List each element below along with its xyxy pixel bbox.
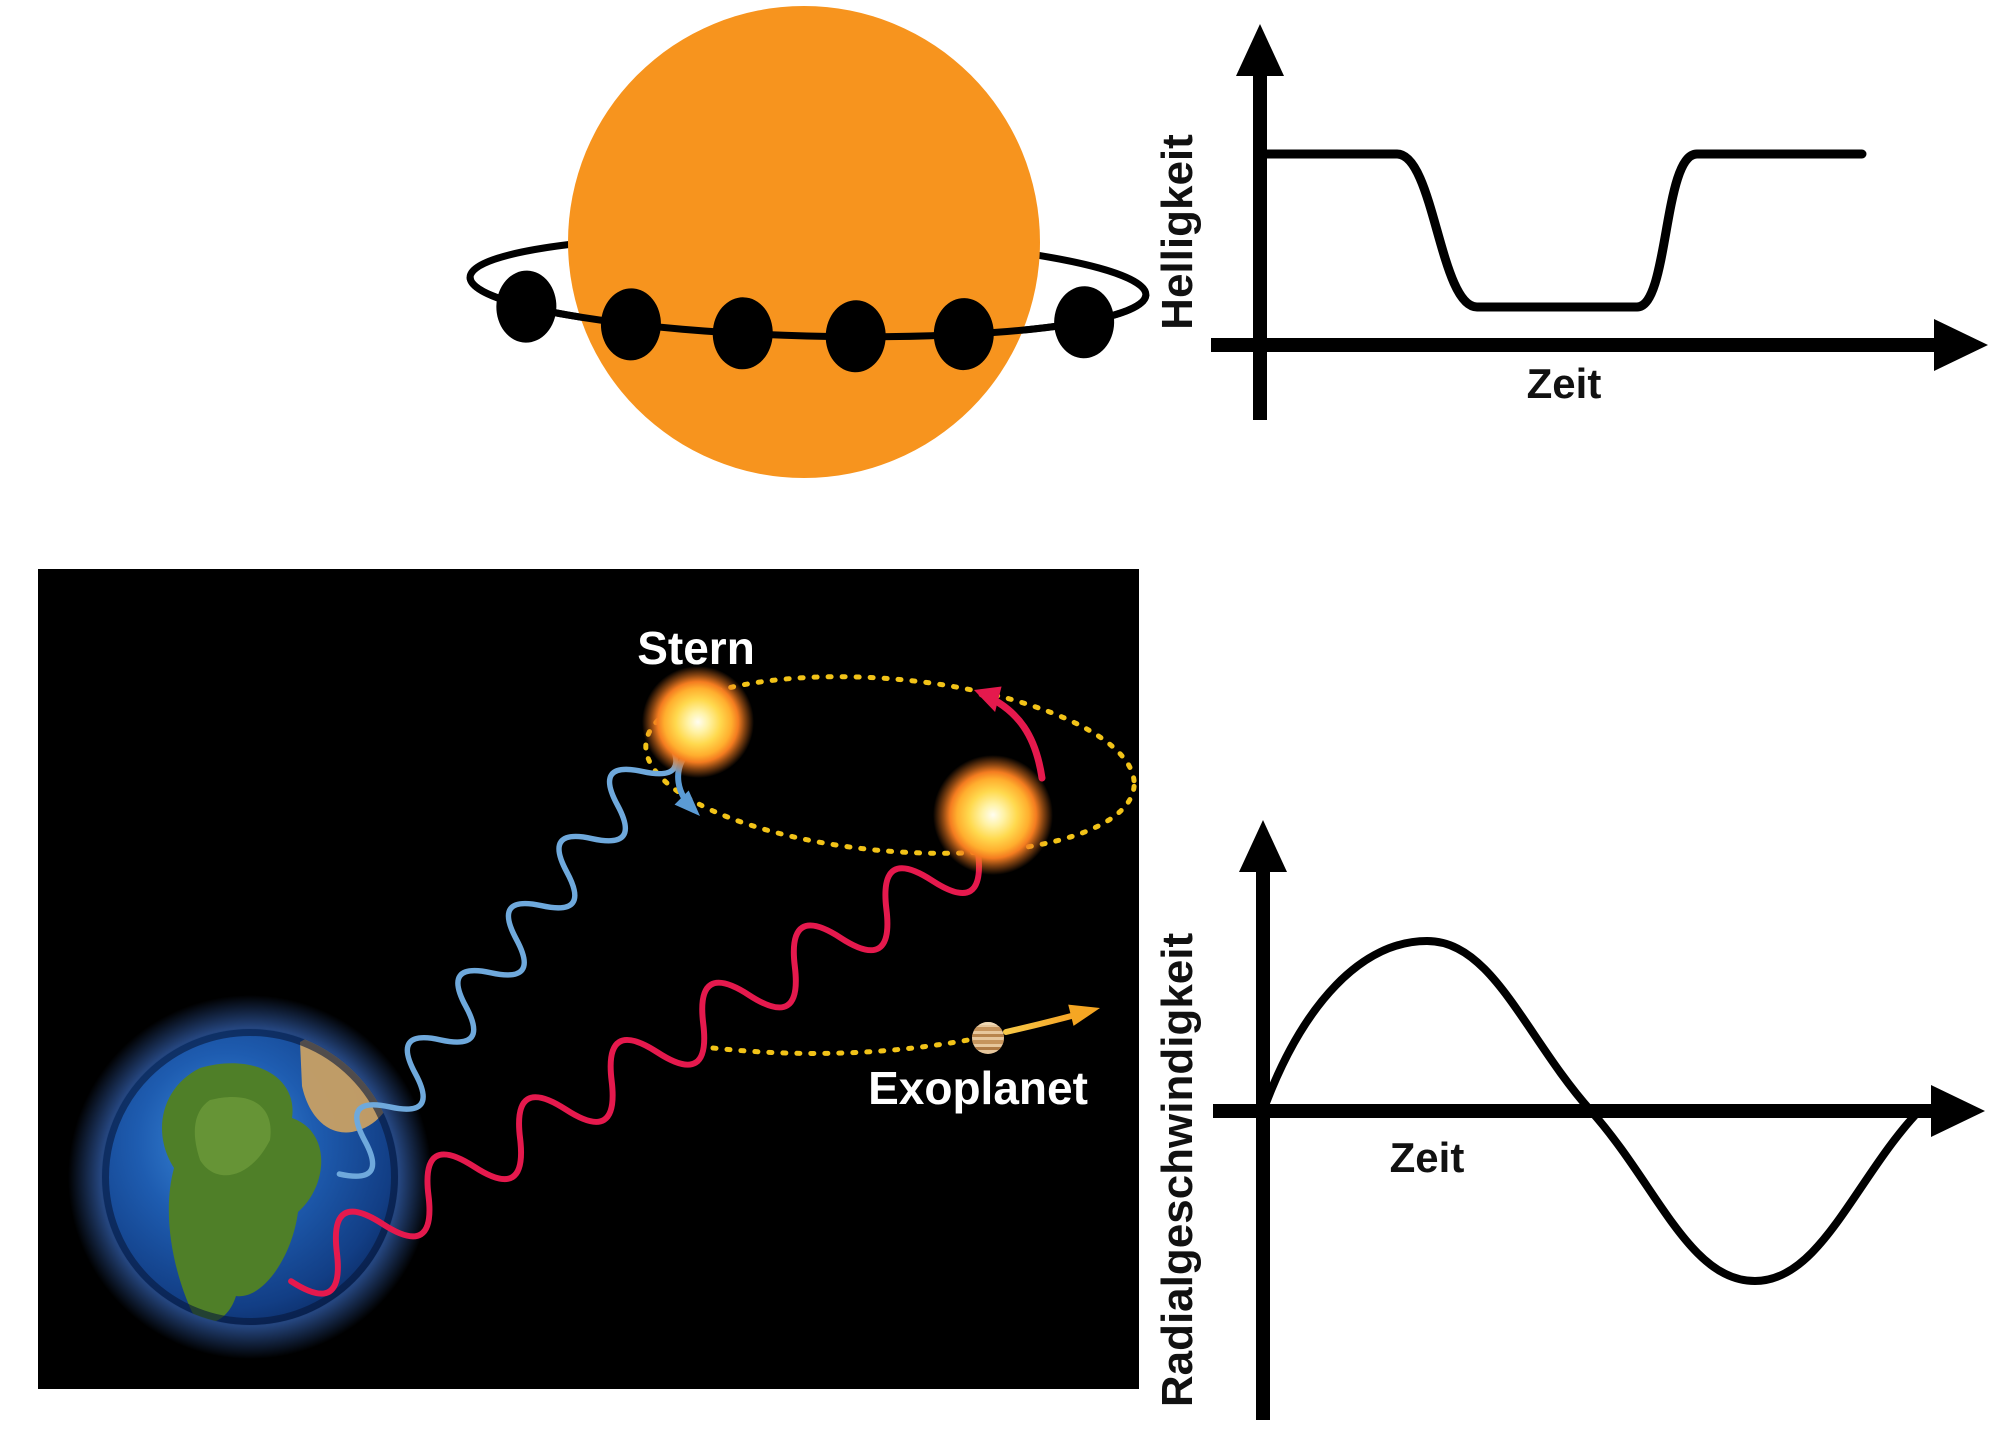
exoplanet-motion-arrow (1003, 1004, 1100, 1035)
transit-planet (496, 270, 557, 343)
light-curve-chart: Helligkeit Zeit (1153, 24, 1988, 420)
light-curve-line (1257, 149, 1867, 312)
transit-planet (933, 298, 994, 371)
transit-planet (825, 300, 886, 373)
exoplanet-label: Exoplanet (868, 1062, 1088, 1114)
y-axis-arrowhead-icon (1236, 24, 1284, 76)
x-axis-arrowhead-icon (1934, 319, 1988, 371)
star-position-a (642, 666, 754, 778)
exoplanet-planet (972, 1022, 1004, 1054)
x-axis-arrowhead-icon (1931, 1085, 1985, 1137)
light-curve-xlabel: Zeit (1527, 360, 1602, 407)
radial-velocity-chart: Radialgeschwindigkeit Zeit (1153, 820, 1985, 1420)
star-position-b (933, 755, 1053, 875)
exoplanet-orbit-arc (710, 1037, 971, 1056)
transit-star (568, 6, 1040, 478)
redshift-wave (288, 849, 982, 1297)
rv-xlabel: Zeit (1390, 1134, 1465, 1181)
transit-planet (1054, 286, 1115, 359)
blueshift-wave (336, 735, 679, 1179)
transit-planet (712, 297, 773, 370)
star-orbit-dotted (643, 674, 1137, 856)
redshift-direction-arrow (974, 686, 1046, 782)
star-label: Stern (637, 622, 755, 674)
y-axis-arrowhead-icon (1239, 820, 1287, 872)
transit-planet (600, 288, 661, 361)
light-curve-ylabel: Helligkeit (1153, 134, 1202, 330)
rv-ylabel: Radialgeschwindigkeit (1153, 932, 1202, 1407)
rv-sine-curve (1259, 936, 1923, 1286)
doppler-panel: Stern Exoplanet (38, 569, 1139, 1389)
transit-method-diagram (466, 6, 1150, 478)
earth-continent-highlight (194, 1096, 271, 1176)
